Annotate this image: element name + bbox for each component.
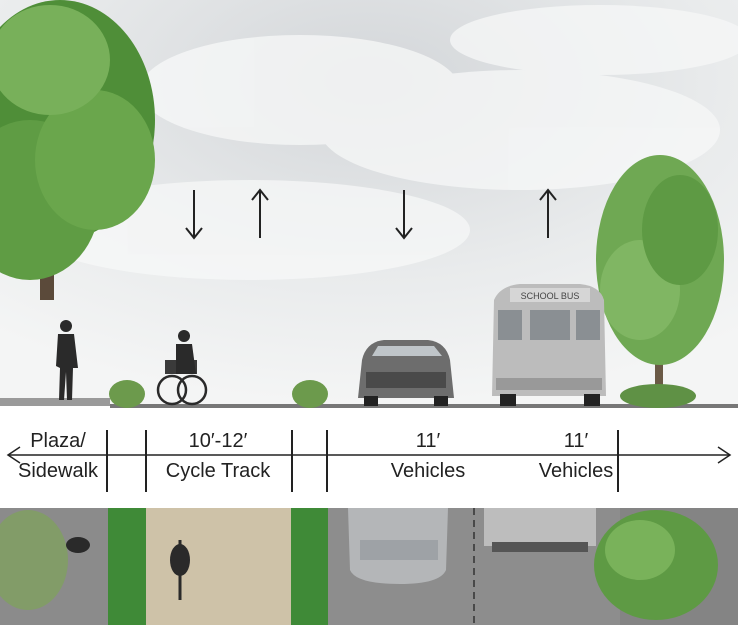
road-edge <box>110 404 738 408</box>
school-bus-icon <box>484 508 596 552</box>
cycle-lane-label: Cycle Track <box>165 460 271 482</box>
arrow-down-icon <box>185 190 203 240</box>
pedestrian-icon <box>66 537 90 553</box>
school-bus-icon: SCHOOL BUS <box>492 284 606 406</box>
shrub-icon <box>109 380 696 408</box>
vehicle-dimension-label: 11′ <box>563 430 589 452</box>
cycle-dimension-label: 10′-12′ <box>188 430 248 452</box>
vehicle-lane-label: Vehicles <box>538 460 614 482</box>
plan-grass <box>291 508 328 625</box>
clouds <box>30 5 738 280</box>
tree-icon <box>594 510 718 620</box>
plan-cycle-track <box>146 508 291 625</box>
car-icon <box>358 340 454 406</box>
vehicle-lane-label: Vehicles <box>390 460 466 482</box>
car-icon <box>348 508 448 584</box>
tree-icon <box>596 155 724 385</box>
tree-icon <box>0 0 155 300</box>
bus-sign: SCHOOL BUS <box>521 291 580 301</box>
pedestrian-icon <box>56 320 78 400</box>
cyclist-icon <box>156 330 208 406</box>
plaza-dimension-label: Plaza/ <box>30 430 86 452</box>
plaza-lane-label: Sidewalk <box>17 460 99 482</box>
section-dividers <box>106 430 619 492</box>
plan-grass <box>108 508 146 625</box>
vehicle-dimension-label: 11′ <box>415 430 441 452</box>
shrub-icon <box>0 510 68 610</box>
arrow-down-icon <box>395 190 413 240</box>
cyclist-icon <box>170 540 190 600</box>
dimension-line <box>6 446 732 464</box>
sidewalk-edge <box>0 398 110 406</box>
arrow-up-icon <box>539 188 557 238</box>
arrow-up-icon <box>251 188 269 238</box>
